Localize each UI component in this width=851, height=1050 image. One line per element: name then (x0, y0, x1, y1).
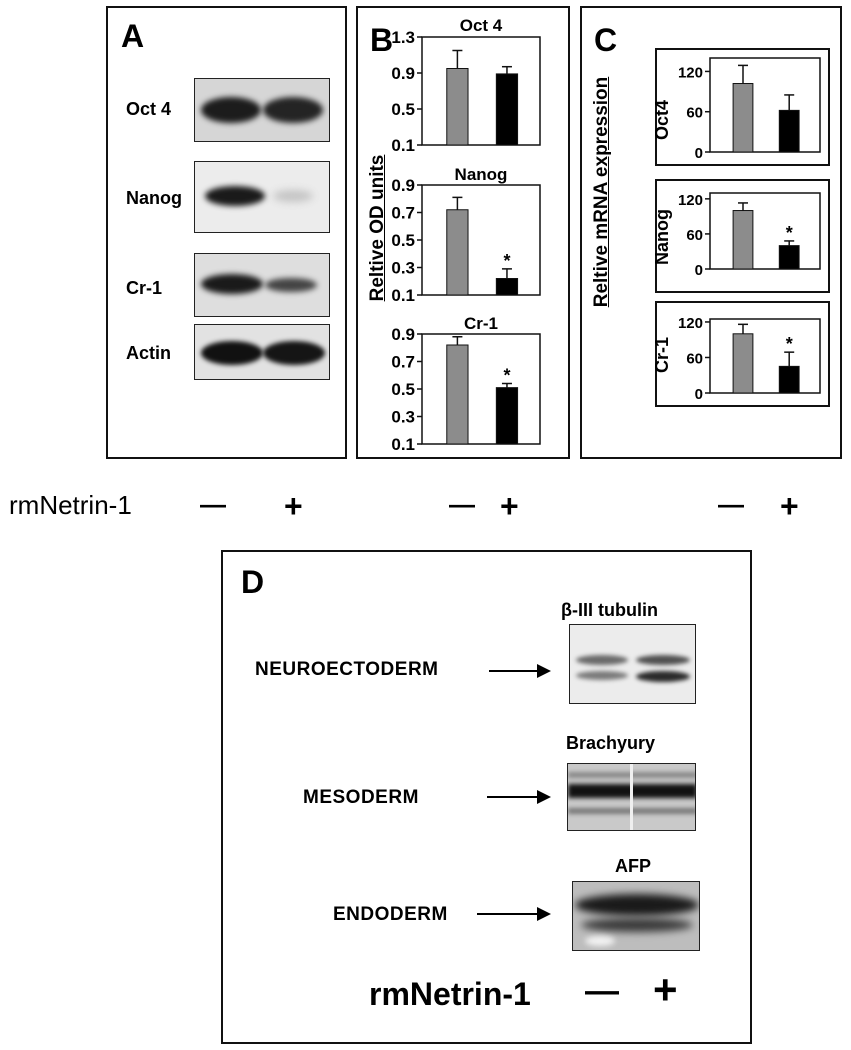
panel-letter-b: B (370, 22, 394, 58)
western-blot-beta-iii-tubulin (569, 624, 696, 704)
germ-layer-neuroectoderm: NEUROECTODERM (255, 659, 439, 680)
panel-a-minus: — (200, 489, 226, 519)
panel-c-minus: — (718, 489, 744, 519)
germ-layer-mesoderm: MESODERM (303, 787, 419, 808)
western-blot-oct4 (194, 78, 330, 142)
arrow-head-icon (537, 664, 551, 678)
panel-letter-c: C (594, 22, 618, 58)
panel-d: D NEUROECTODERM β-III tubulin MESODERM B… (221, 550, 752, 1044)
marker-label-beta-iii-tubulin: β-III tubulin (561, 600, 658, 620)
marker-label-brachyury: Brachyury (566, 733, 656, 753)
western-blot-cr1 (194, 253, 330, 317)
western-blot-nanog (194, 161, 330, 233)
marker-label-afp: AFP (615, 856, 651, 876)
germ-layer-endoderm: ENDODERM (333, 904, 448, 925)
panel-letter-a: A (121, 18, 145, 54)
treatment-label: rmNetrin-1 (9, 490, 132, 520)
panel-a-plus: + (284, 488, 303, 524)
panel-d-plus: + (653, 966, 678, 1013)
western-blot-brachyury (567, 763, 696, 831)
blot-label-actin: Actin (126, 343, 171, 363)
panel-d-treatment-label: rmNetrin-1 (369, 976, 531, 1012)
panel-d-minus: — (585, 972, 619, 1010)
panel-c-plus: + (780, 488, 799, 524)
panel-b-ylabel: Reltive OD units (367, 154, 388, 302)
arrow-head-icon (537, 790, 551, 804)
panel-c-ylabel: Reltive mRNA expression (591, 76, 612, 308)
arrow-right-icon (477, 913, 539, 915)
arrow-head-icon (537, 907, 551, 921)
panel-letter-d: D (241, 564, 265, 600)
panel-b-minus: — (449, 489, 475, 519)
panel-b-plus: + (500, 488, 519, 524)
western-blot-afp (572, 881, 700, 951)
western-blot-actin (194, 324, 330, 380)
panel-c: C (580, 6, 842, 459)
blot-label-nanog: Nanog (126, 188, 182, 208)
panel-a: A Oct 4 Nanog Cr-1 Actin (106, 6, 347, 459)
blot-label-cr1: Cr-1 (126, 278, 163, 298)
blot-label-oct4: Oct 4 (126, 99, 172, 119)
arrow-right-icon (489, 670, 539, 672)
arrow-right-icon (487, 796, 539, 798)
